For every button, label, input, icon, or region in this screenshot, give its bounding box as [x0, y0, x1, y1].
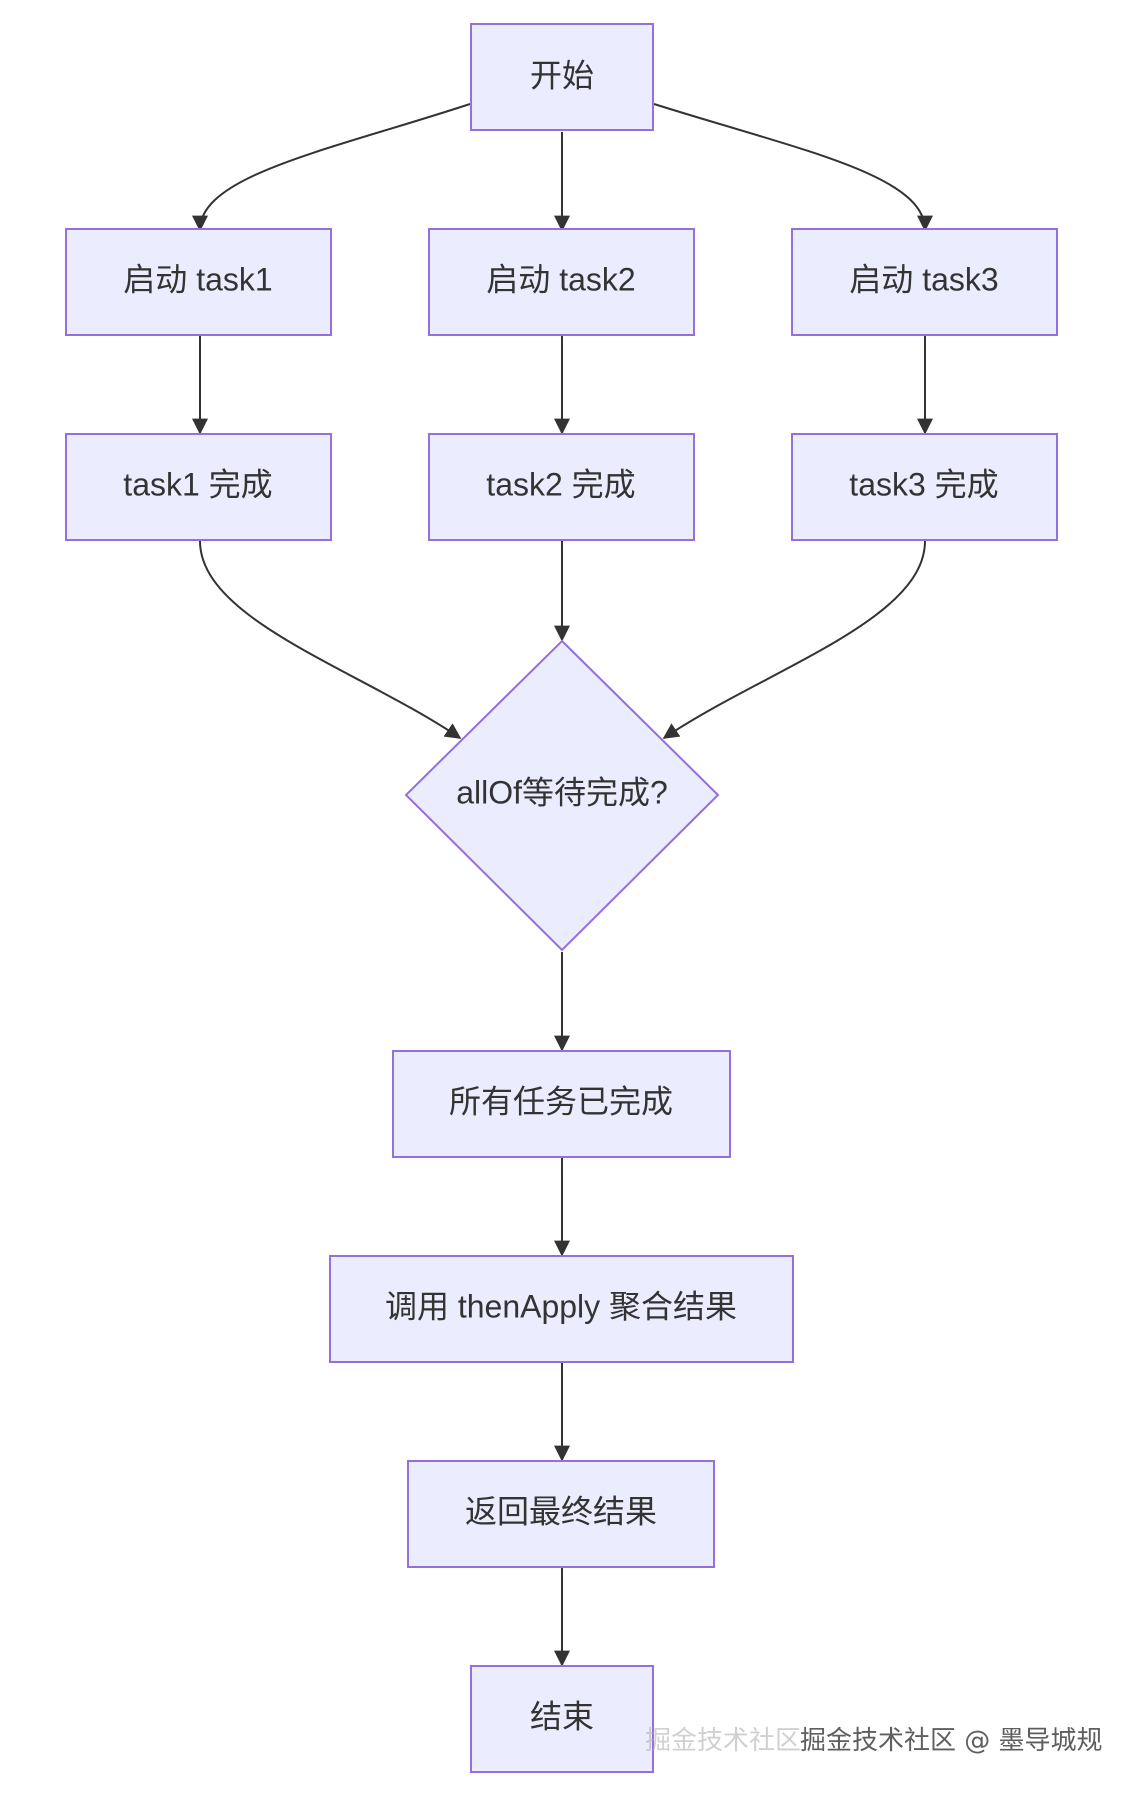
- node-return-result-label: 返回最终结果: [465, 1493, 657, 1529]
- watermark-faded: 掘金技术社区: [645, 1726, 802, 1756]
- node-task1-done: task1 完成: [65, 433, 332, 541]
- node-task1-done-label: task1 完成: [123, 466, 272, 502]
- node-launch-task2: 启动 task2: [428, 228, 695, 336]
- node-decision: allOf等待完成?: [404, 639, 720, 952]
- node-start-label: 开始: [530, 57, 594, 93]
- node-return-result: 返回最终结果: [407, 1460, 715, 1568]
- edge-start-task3: [653, 103, 933, 232]
- edge-start-task1: [192, 103, 471, 232]
- node-all-done: 所有任务已完成: [392, 1050, 731, 1158]
- node-launch-task3: 启动 task3: [791, 228, 1058, 336]
- node-end: 结束: [470, 1665, 654, 1773]
- edge-done1-decision: [199, 540, 462, 739]
- node-launch-task3-label: 启动 task3: [849, 261, 998, 297]
- node-launch-task2-label: 启动 task2: [486, 261, 635, 297]
- node-task2-done-label: task2 完成: [486, 466, 635, 502]
- node-launch-task1-label: 启动 task1: [123, 261, 272, 297]
- node-start: 开始: [470, 23, 654, 131]
- node-end-label: 结束: [530, 1698, 594, 1734]
- node-task3-done: task3 完成: [791, 433, 1058, 541]
- edges: [192, 103, 933, 1667]
- edge-done3-decision: [662, 540, 926, 739]
- node-task3-done-label: task3 完成: [849, 466, 998, 502]
- node-all-done-label: 所有任务已完成: [449, 1083, 673, 1119]
- node-task2-done: task2 完成: [428, 433, 695, 541]
- node-aggregate: 调用 thenApply 聚合结果: [329, 1255, 794, 1363]
- node-launch-task1: 启动 task1: [65, 228, 332, 336]
- node-decision-label: allOf等待完成?: [456, 774, 668, 810]
- node-aggregate-label: 调用 thenApply 聚合结果: [385, 1288, 737, 1324]
- watermark-text: 掘金技术社区 @ 墨导城规: [800, 1726, 1103, 1756]
